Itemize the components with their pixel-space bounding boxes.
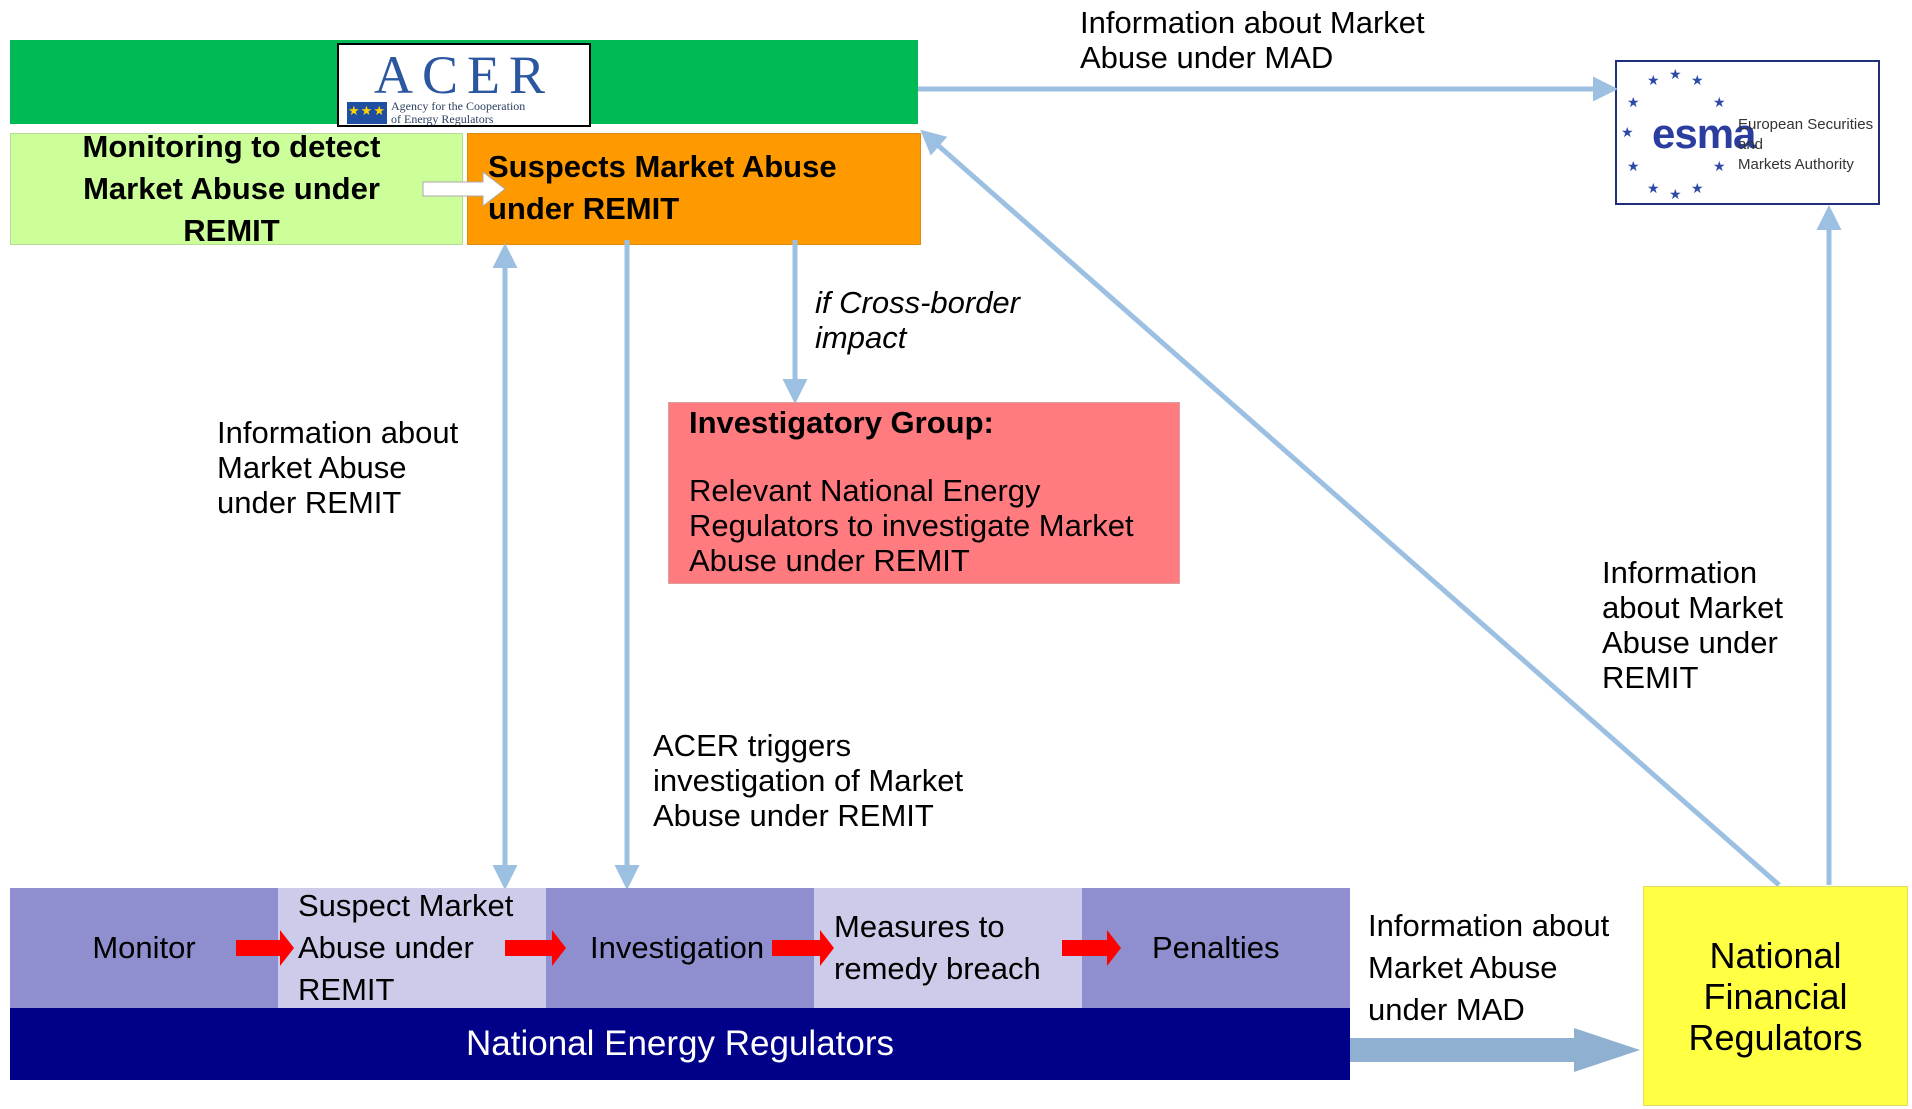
arrow-monitoring-to-suspects — [422, 170, 506, 208]
acer-logo: ACER ★★★ Agency for the Cooperation of E… — [337, 43, 591, 127]
acer-logo-word: ACER — [373, 45, 555, 105]
stage-suspect-label: Suspect Market Abuse under REMIT — [298, 888, 514, 1007]
label-acer-triggers: ACER triggers investigation of Market Ab… — [653, 728, 964, 833]
national-financial-regulators-box: National Financial Regulators — [1643, 886, 1908, 1106]
stage-penalties: Penalties — [1082, 888, 1350, 1008]
esma-logo-word: esma — [1652, 110, 1756, 157]
investigatory-group-body: Relevant National Energy Regulators to i… — [689, 473, 1134, 578]
suspects-market-abuse-box: Suspects Market Abuse under REMIT — [467, 133, 921, 245]
acer-logo-subtitle: Agency for the Cooperation of Energy Reg… — [391, 99, 526, 126]
label-info-remit-right: Information about Market Abuse under REM… — [1602, 555, 1783, 695]
eu-flag-icon: ★★★ — [347, 102, 387, 124]
investigatory-group-title: Investigatory Group: — [689, 405, 994, 440]
step-arrow-3 — [772, 930, 834, 966]
arrow-nfr-to-acer — [920, 129, 1781, 887]
arrow-ner-to-nfr — [1350, 1028, 1640, 1072]
stage-monitor-label: Monitor — [92, 930, 196, 965]
esma-stars-icon: ★★★ ★★ ★ ★★ ★★★ — [1621, 66, 1726, 202]
stage-investigation-label: Investigation — [590, 930, 765, 965]
label-info-mad-bottom: Information about Market Abuse under MAD — [1368, 908, 1610, 1027]
national-financial-regulators-label: National Financial Regulators — [1688, 934, 1863, 1058]
national-process-stages: Monitor Suspect Market Abuse under REMIT… — [10, 888, 1350, 1008]
monitoring-box: Monitoring to detect Market Abuse under … — [10, 129, 463, 248]
label-info-mad-to-esma: Information about Market Abuse under MAD — [1080, 5, 1425, 75]
stage-penalties-label: Penalties — [1152, 930, 1280, 965]
step-arrow-1 — [236, 930, 294, 966]
national-energy-regulators-bar: National Energy Regulators — [10, 1008, 1350, 1080]
stage-measures-label: Measures to remedy breach — [834, 909, 1041, 986]
national-energy-regulators-label: National Energy Regulators — [465, 1024, 894, 1063]
suspects-box-text: Suspects Market Abuse under REMIT — [488, 149, 837, 226]
stage-monitor: Monitor — [10, 888, 278, 1008]
label-cross-border: if Cross-border impact — [815, 285, 1020, 355]
step-arrow-4 — [1062, 930, 1121, 966]
esma-logo: ★★★ ★★ ★ ★★ ★★★ esma European Securities… — [1615, 60, 1880, 205]
label-info-remit-left: Information about Market Abuse under REM… — [217, 415, 459, 520]
monitoring-box-text: Monitoring to detect Market Abuse under … — [82, 129, 381, 248]
step-arrow-2 — [505, 930, 566, 966]
esma-logo-subtitle: European Securities and Markets Authorit… — [1738, 116, 1874, 173]
investigatory-group-box: Investigatory Group: Relevant National E… — [668, 402, 1180, 584]
stage-suspect: Suspect Market Abuse under REMIT — [278, 888, 546, 1008]
stage-investigation: Investigation — [546, 888, 814, 1008]
stage-measures: Measures to remedy breach — [814, 888, 1082, 1008]
